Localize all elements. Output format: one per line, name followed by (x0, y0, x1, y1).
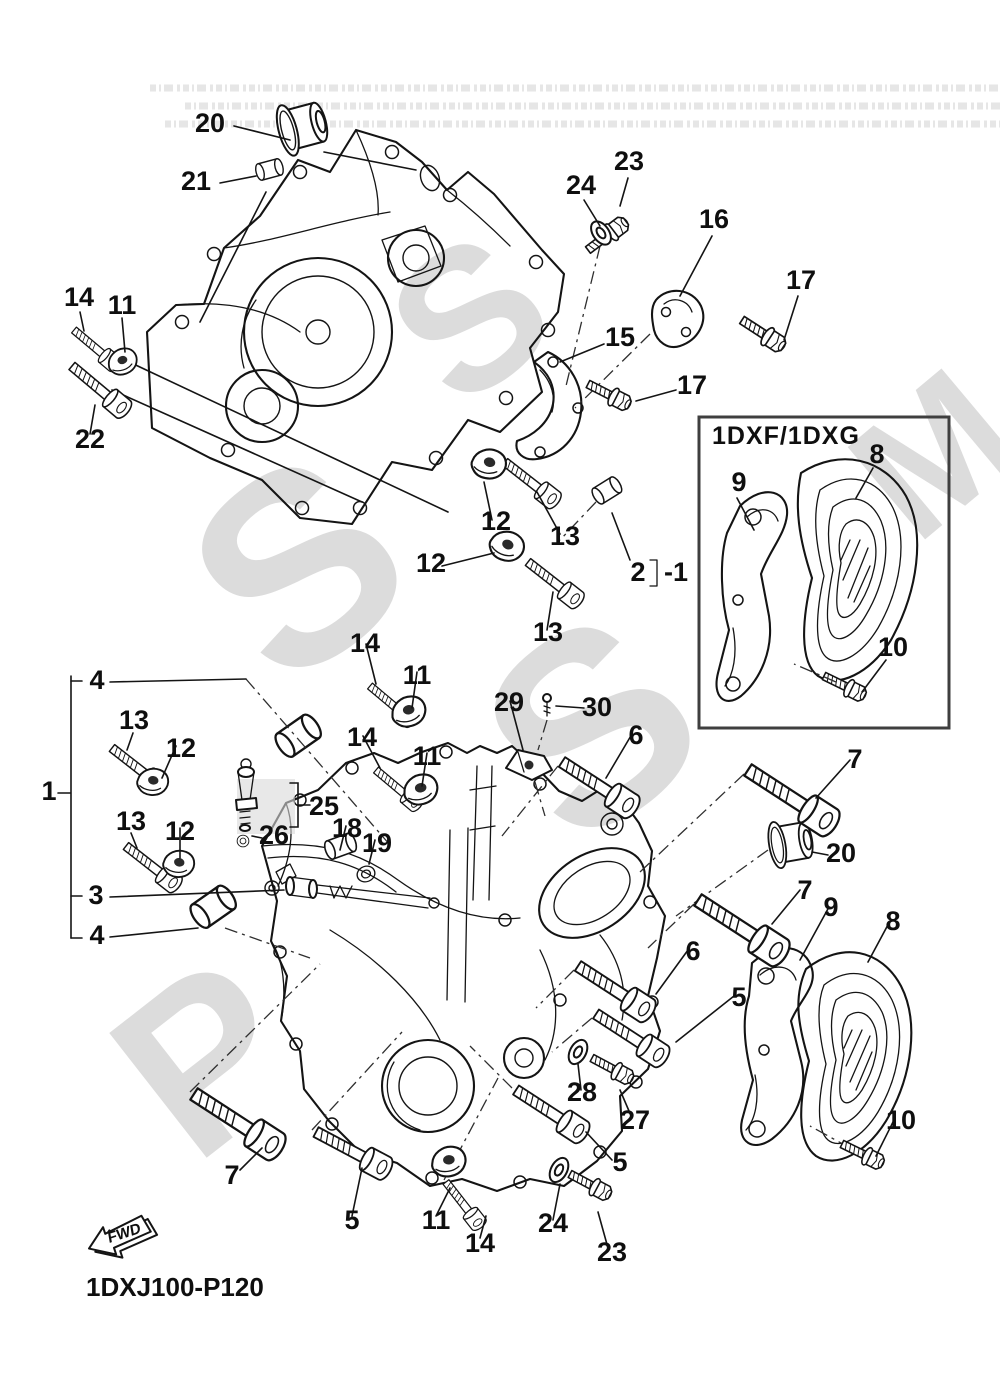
oring-19 (354, 863, 378, 885)
callout-19: 19 (362, 828, 392, 858)
callout-11-b: 11 (403, 660, 432, 690)
callout-30: 30 (582, 692, 612, 722)
upper-crankcase-half (145, 128, 566, 526)
callout-8-b: 8 (885, 906, 900, 936)
callout-11-d: 11 (422, 1205, 451, 1235)
callout-10-a: 10 (878, 632, 908, 662)
callout-7-b: 7 (797, 875, 812, 905)
callout-17-b: 17 (677, 370, 707, 400)
callout-1-ref: -1 (664, 557, 688, 587)
callout-2: 2 (630, 557, 645, 587)
watermark-letter: P (66, 909, 345, 1206)
washer-24b (544, 1153, 574, 1187)
bolt-10b (837, 1134, 889, 1174)
callout-18: 18 (332, 813, 362, 843)
callout-20-b: 20 (826, 838, 856, 868)
clip-bracket-part (650, 289, 705, 349)
callout-4-b: 4 (89, 920, 104, 950)
callout-9-a: 9 (731, 467, 746, 497)
callout-14-c: 14 (347, 722, 377, 752)
engine-bracket-main (740, 947, 814, 1147)
clamp-11b (388, 693, 429, 731)
clamp-11d (429, 1144, 468, 1179)
callout-23-a: 23 (614, 146, 644, 176)
callout-27: 27 (620, 1105, 650, 1135)
callout-5-b: 5 (612, 1147, 627, 1177)
callout-7-a: 7 (847, 744, 862, 774)
side-cover-inset (796, 458, 919, 682)
callout-14-d: 14 (465, 1228, 495, 1258)
bolt-13a (498, 453, 565, 512)
callout-12-a: 12 (481, 506, 511, 536)
callout-15: 15 (605, 322, 635, 352)
bolt-7b (688, 885, 796, 971)
callout-6-b: 6 (685, 936, 700, 966)
side-cover-main (797, 951, 913, 1162)
callout-6-a: 6 (628, 720, 643, 750)
callout-23-b: 23 (597, 1237, 627, 1267)
callout-10-b: 10 (886, 1105, 916, 1135)
bolt-17b (582, 374, 636, 415)
leader-lines (57, 125, 895, 1249)
diagram-code: 1DXJ100-P120 (86, 1272, 264, 1302)
callout-13-b: 13 (533, 617, 563, 647)
watermark-microtext-band (150, 84, 1000, 128)
sensor-part (235, 758, 311, 848)
callout-26: 26 (259, 820, 289, 850)
breather-clamp-part (505, 693, 553, 781)
callout-14-b: 14 (350, 628, 380, 658)
callout-16: 16 (699, 204, 729, 234)
construction-lines (107, 151, 851, 1181)
oring-26 (236, 834, 250, 848)
callout-9-b: 9 (823, 892, 838, 922)
callout-5-a: 5 (731, 982, 746, 1012)
callout-8-a: 8 (869, 439, 884, 469)
callout-3: 3 (88, 880, 103, 910)
callout-labels: 20 21 24 23 16 17 15 17 14 11 22 12 13 2… (41, 108, 916, 1267)
callout-13-d: 13 (116, 806, 146, 836)
watermark-letter: S (349, 189, 591, 447)
callout-12-b: 12 (416, 548, 446, 578)
shift-shaft-part (264, 863, 440, 909)
bolt-6b (569, 953, 661, 1027)
callout-21: 21 (181, 166, 211, 196)
callout-12-d: 12 (165, 816, 195, 846)
engine-bracket-inset (715, 491, 789, 702)
callout-28: 28 (567, 1077, 597, 1107)
bolt-23b (564, 1164, 616, 1205)
callout-7-c: 7 (224, 1160, 239, 1190)
bolt-17a (735, 310, 791, 357)
callout-25: 25 (309, 791, 339, 821)
bushing-21 (253, 157, 286, 182)
clamp-12a (467, 444, 511, 484)
inset-title: 1DXF/1DXG (712, 422, 860, 450)
callout-17-a: 17 (786, 265, 816, 295)
callout-22: 22 (75, 424, 105, 454)
callout-5-c: 5 (344, 1205, 359, 1235)
callout-29: 29 (494, 687, 524, 717)
watermark-letter: M (815, 333, 1000, 576)
callout-4-a: 4 (89, 665, 104, 695)
fwd-arrow: FWD (87, 1214, 159, 1259)
callout-1: 1 (41, 776, 56, 806)
callout-11-a: 11 (108, 290, 137, 320)
bolt-10a (819, 666, 871, 706)
callout-13-c: 13 (119, 705, 149, 735)
callout-13-a: 13 (550, 521, 580, 551)
callout-24-b: 24 (538, 1208, 568, 1238)
callout-24-a: 24 (566, 170, 596, 200)
callout-12-c: 12 (166, 733, 196, 763)
callout-20-a: 20 (195, 108, 225, 138)
callout-11-c: 11 (413, 741, 442, 771)
spacer-2 (588, 474, 625, 507)
callout-14-a: 14 (64, 282, 94, 312)
bolt-5c (309, 1119, 397, 1184)
inset-box: 1DXF/1DXG (697, 415, 951, 730)
washer-28 (563, 1035, 593, 1069)
